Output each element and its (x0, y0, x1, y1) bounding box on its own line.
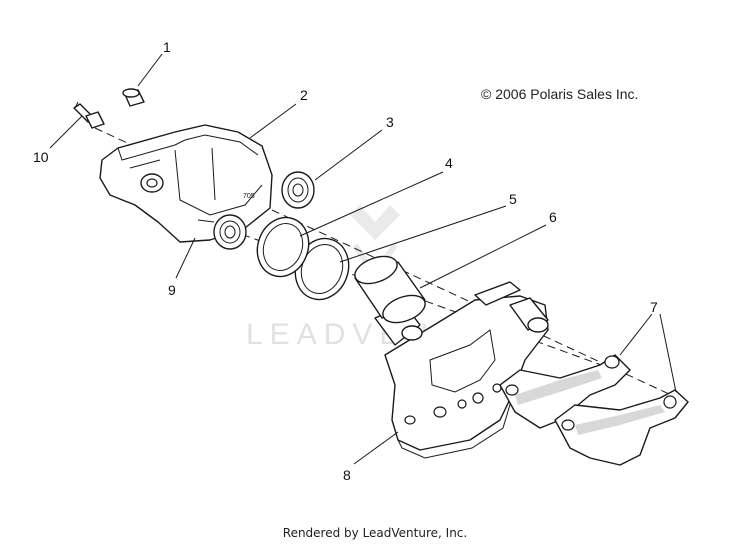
part-10-bleeder-screw (73, 101, 105, 129)
copyright-notice: © 2006 Polaris Sales Inc. (481, 86, 639, 102)
part-3-bushing (281, 171, 315, 209)
callout-3: 3 (386, 114, 394, 130)
callout-6: 6 (549, 209, 557, 225)
part-7-brake-pads (499, 354, 689, 466)
part-1-cap (122, 88, 145, 107)
caliper-stamp: 705 (243, 193, 255, 200)
part-2-caliper-body: 705 (99, 124, 273, 243)
callout-5: 5 (509, 191, 517, 207)
callout-2: 2 (300, 87, 308, 103)
callout-9: 9 (168, 282, 176, 298)
callout-4: 4 (445, 155, 453, 171)
part-4-o-ring (256, 216, 310, 278)
part-6-piston (354, 255, 426, 324)
callout-numbers: 1 2 3 4 5 6 7 8 9 10 (33, 39, 658, 483)
callout-10: 10 (33, 149, 49, 165)
part-9-bushing (197, 214, 247, 250)
callout-1: 1 (163, 39, 171, 55)
render-credit: Rendered by LeadVenture, Inc. (282, 526, 468, 540)
leader-lines (49, 53, 677, 465)
callout-7: 7 (650, 299, 658, 315)
callout-8: 8 (343, 467, 351, 483)
